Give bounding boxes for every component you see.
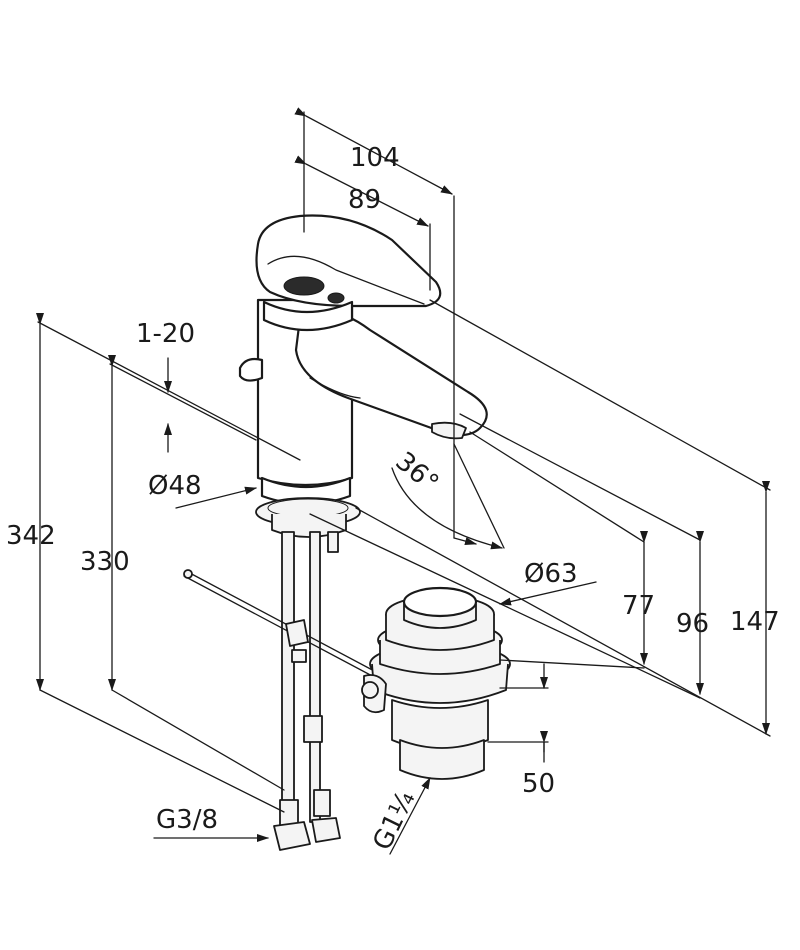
- label-50: 50: [522, 769, 555, 799]
- label-angle-36: 36°: [390, 446, 445, 499]
- label-77: 77: [622, 591, 655, 621]
- supply-hoses: [183, 531, 379, 851]
- label-342: 342: [6, 521, 56, 551]
- pop-up-waste: [361, 586, 511, 780]
- label-330: 330: [80, 547, 130, 577]
- label-147: 147: [730, 607, 780, 637]
- label-104: 104: [350, 143, 400, 173]
- label-g3-8: G3/8: [156, 805, 218, 835]
- label-96: 96: [676, 609, 709, 639]
- label-g1-1-4: G1¼: [367, 786, 421, 855]
- label-89: 89: [348, 185, 381, 215]
- faucet-body: [238, 214, 488, 538]
- label-dia-48: Ø48: [148, 471, 202, 501]
- label-1-20: 1-20: [136, 319, 195, 349]
- dimension-lines: [36, 107, 771, 855]
- label-dia-63: Ø63: [524, 559, 578, 589]
